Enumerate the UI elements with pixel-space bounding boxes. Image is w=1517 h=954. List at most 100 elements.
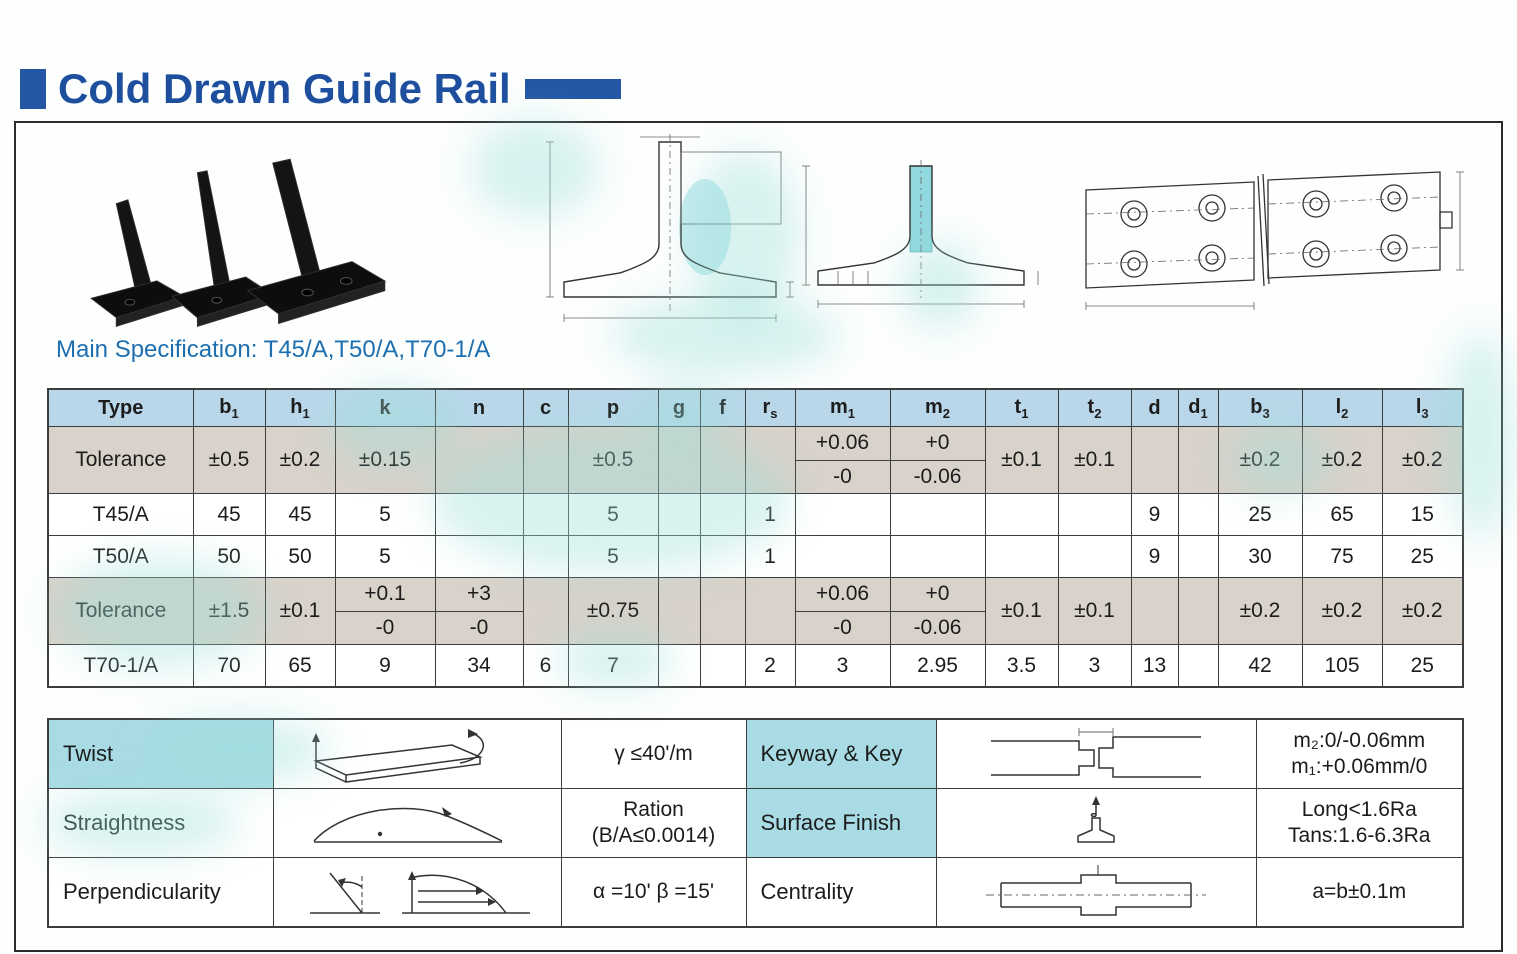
spec-cell bbox=[744, 426, 796, 494]
spec-cell: 25 bbox=[1381, 644, 1464, 688]
spec-cell: +0-0.06 bbox=[889, 426, 986, 494]
spec-cell: Tolerance bbox=[47, 426, 194, 494]
surface-value-line: Long<1.6Ra bbox=[1301, 797, 1417, 821]
col-header-m1: m1 bbox=[794, 388, 891, 427]
spec-cell: ±0.1 bbox=[984, 426, 1059, 494]
spec-cell bbox=[522, 426, 569, 494]
col-header-p: p bbox=[567, 388, 659, 427]
mounting-plan-diagram bbox=[1085, 171, 1464, 310]
twist-label: Twist bbox=[47, 718, 274, 789]
spec-cell: 3.5 bbox=[984, 644, 1059, 688]
spec-cell: T45/A bbox=[47, 493, 194, 536]
spec-cell bbox=[657, 535, 701, 578]
guide-rails-illustration bbox=[90, 158, 386, 327]
straightness-value-line: Ration bbox=[623, 797, 684, 821]
spec-cell: ±0.1 bbox=[1057, 577, 1132, 645]
spec-cell: ±0.1 bbox=[264, 577, 336, 645]
spec-cell: +0.06-0 bbox=[794, 426, 891, 494]
spec-cell: ±0.2 bbox=[1381, 426, 1464, 494]
spec-cell: ±1.5 bbox=[192, 577, 266, 645]
spec-row-tolerance: Tolerance±1.5±0.1+0.1-0+3-0±0.75+0.06-0+… bbox=[47, 577, 1464, 645]
spec-cell: 13 bbox=[1130, 644, 1179, 688]
col-header-c: c bbox=[522, 388, 569, 427]
spec-row-tolerance: Tolerance±0.5±0.2±0.15±0.5+0.06-0+0-0.06… bbox=[47, 426, 1464, 494]
col-header-h1: h1 bbox=[264, 388, 336, 427]
perpendicularity-label: Perpendicularity bbox=[47, 857, 274, 928]
perpendicularity-sketch-icon bbox=[310, 871, 530, 914]
spec-cell: ±0.2 bbox=[264, 426, 336, 494]
cross-section-diagram-b bbox=[802, 160, 1039, 308]
spec-cell bbox=[889, 535, 986, 578]
content-frame bbox=[14, 121, 1503, 952]
keyway-key-diagram bbox=[935, 718, 1257, 789]
surface-finish-sketch-icon bbox=[1077, 796, 1115, 843]
keyway-key-value: m₂:0/-0.06mm m₁:+0.06mm/0 bbox=[1255, 718, 1464, 789]
main-specification-text: Main Specification: T45/A,T50/A,T70-1/A bbox=[56, 336, 491, 363]
title-square-icon bbox=[20, 69, 46, 109]
spec-cell: 65 bbox=[1301, 493, 1383, 536]
spec-cell: +0.1-0 bbox=[334, 577, 436, 645]
keyway-value-line: m₁:+0.06mm/0 bbox=[1291, 755, 1428, 778]
spec-cell: +3-0 bbox=[434, 577, 524, 645]
spec-cell: 3 bbox=[794, 644, 891, 688]
twist-value-line: γ ≤40'/m bbox=[614, 741, 693, 765]
spec-cell: 7 bbox=[567, 644, 659, 688]
spec-cell: ±0.2 bbox=[1301, 577, 1383, 645]
straightness-value-line: (B/A≤0.0014) bbox=[591, 824, 716, 847]
spec-cell bbox=[434, 426, 524, 494]
spec-cell bbox=[657, 644, 701, 688]
col-header-l3: l3 bbox=[1381, 388, 1464, 427]
surface-finish-value: Long<1.6Ra Tans:1.6-6.3Ra bbox=[1255, 788, 1464, 858]
spec-cell: 5 bbox=[567, 535, 659, 578]
spec-cell: 2 bbox=[744, 644, 796, 688]
spec-cell: 9 bbox=[334, 644, 436, 688]
spec-cell bbox=[794, 493, 891, 536]
surface-finish-label: Surface Finish bbox=[745, 788, 937, 858]
surface-finish-diagram bbox=[935, 788, 1257, 858]
col-header-d1: d1 bbox=[1177, 388, 1219, 427]
spec-cell: 9 bbox=[1130, 493, 1179, 536]
spec-cell: ±0.2 bbox=[1217, 426, 1303, 494]
spec-cell: 2.95 bbox=[889, 644, 986, 688]
spec-cell: 5 bbox=[567, 493, 659, 536]
spec-cell bbox=[1177, 535, 1219, 578]
spec-cell: 105 bbox=[1301, 644, 1383, 688]
cross-section-diagram-a bbox=[546, 134, 794, 322]
twist-sketch-icon bbox=[312, 729, 484, 783]
props-row-straightness: Straightness Ration (B/A≤0.0014) Surface… bbox=[47, 788, 1464, 858]
page-title: Cold Drawn Guide Rail bbox=[58, 65, 511, 112]
spec-cell: 5 bbox=[334, 493, 436, 536]
surface-value-line: Tans:1.6-6.3Ra bbox=[1288, 824, 1431, 847]
spec-cell bbox=[434, 493, 524, 536]
spec-cell bbox=[657, 426, 701, 494]
spec-cell bbox=[434, 535, 524, 578]
props-row-twist: Twist γ ≤40'/m Keyway & Key bbox=[47, 718, 1464, 789]
col-header-m2: m2 bbox=[889, 388, 986, 427]
spec-cell: 3 bbox=[1057, 644, 1132, 688]
props-row-perpendicularity: Perpendicularity bbox=[47, 857, 1464, 928]
spec-cell: 42 bbox=[1217, 644, 1303, 688]
spec-cell: 5 bbox=[334, 535, 436, 578]
spec-cell: T70-1/A bbox=[47, 644, 194, 688]
col-header-f: f bbox=[699, 388, 746, 427]
spec-cell: 15 bbox=[1381, 493, 1464, 536]
spec-cell: 70 bbox=[192, 644, 266, 688]
spec-cell: 25 bbox=[1381, 535, 1464, 578]
spec-cell bbox=[522, 493, 569, 536]
perpendicularity-diagram bbox=[272, 857, 562, 928]
spec-cell bbox=[522, 535, 569, 578]
spec-cell bbox=[984, 535, 1059, 578]
keyway-key-label: Keyway & Key bbox=[745, 718, 937, 789]
col-header-b3: b3 bbox=[1217, 388, 1303, 427]
spec-cell bbox=[699, 426, 746, 494]
spec-cell bbox=[1177, 493, 1219, 536]
twist-value: γ ≤40'/m bbox=[560, 718, 747, 789]
spec-cell: 65 bbox=[264, 644, 336, 688]
spec-cell bbox=[1177, 644, 1219, 688]
spec-cell bbox=[889, 493, 986, 536]
centrality-label: Centrality bbox=[745, 857, 937, 928]
spec-cell: 6 bbox=[522, 644, 569, 688]
